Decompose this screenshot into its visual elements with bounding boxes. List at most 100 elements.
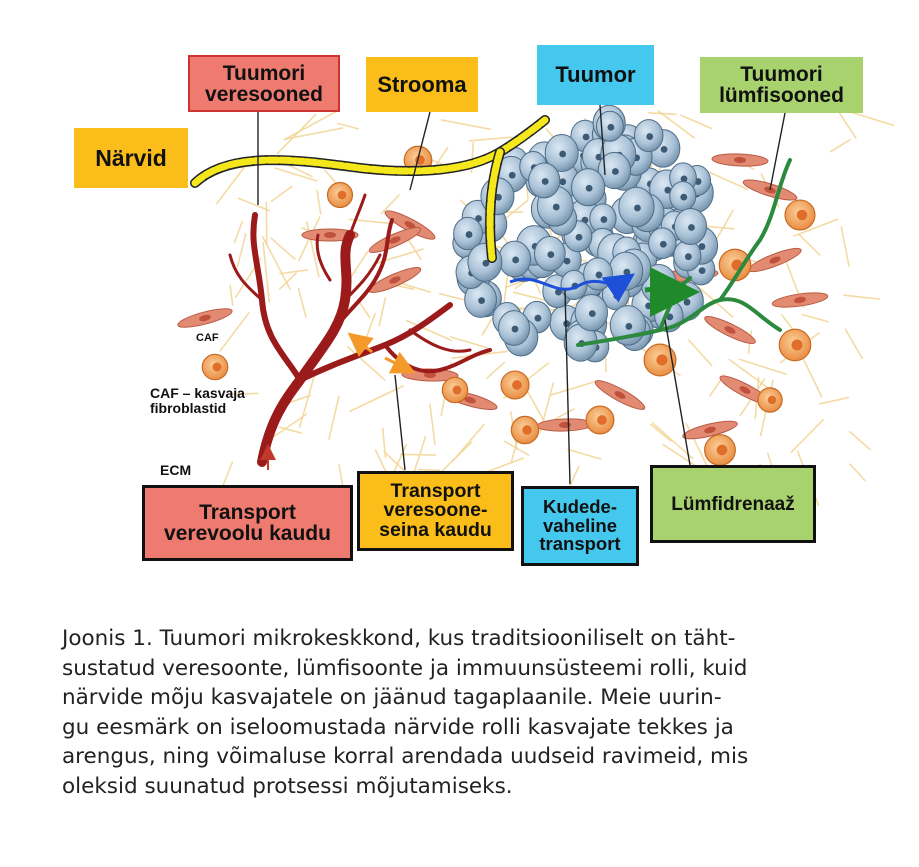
ecm-fiber (406, 319, 452, 342)
tumor-microenvironment-figure: Tuumori veresooned Strooma Tuumor Tuumor… (74, 45, 895, 566)
leader-line (564, 289, 571, 485)
blood-vessel (315, 233, 332, 282)
caf-cell (711, 153, 769, 167)
leader-line (394, 374, 406, 471)
lymphatic-vessel-segment (576, 297, 782, 347)
ecm-fiber (357, 299, 371, 319)
ecm-fiber (219, 312, 250, 352)
ecm-fiber (799, 351, 823, 398)
caf-cell (401, 368, 459, 382)
ecm-fiber (837, 109, 857, 139)
caf-cell (704, 316, 756, 344)
ecm-fiber (450, 336, 488, 349)
ecm-fiber (261, 235, 291, 290)
interstitial-transport-arrow (509, 273, 635, 303)
ecm-fiber (276, 113, 317, 155)
ecm-fiber (229, 284, 234, 307)
ecm-fiber (417, 468, 441, 472)
ecm-fiber (297, 287, 307, 318)
ecm-fiber (316, 189, 322, 215)
ecm-fiber (657, 110, 696, 139)
nerve-segment (191, 116, 549, 187)
transport-arrows (347, 266, 700, 374)
label-strooma: Strooma (366, 57, 478, 112)
caption-line: arengus, ning võimaluse korral arendada … (62, 744, 749, 769)
ecm-fiber (262, 242, 271, 303)
lymphatic-vessel-segment (718, 158, 792, 302)
blood-vessel (408, 328, 472, 353)
leader-line (769, 112, 786, 191)
label-narvid: Närvid (74, 128, 188, 188)
caf-cell (536, 418, 594, 432)
blood-vessel (228, 253, 264, 302)
blood-vessel (343, 253, 382, 302)
ecm-fiber (440, 119, 492, 131)
ecm-fiber (738, 358, 788, 376)
caf-cell (719, 375, 771, 405)
label-leader-lines (257, 104, 786, 485)
ecm-fiber (405, 236, 422, 261)
ecm-fiber (399, 453, 436, 456)
lymph-drainage-arrow (644, 266, 700, 317)
caf-cell (771, 292, 829, 308)
leader-line (664, 319, 691, 466)
ecm-fiber (567, 448, 602, 460)
caption-line: gu eesmärk on iseloomustada närvide roll… (62, 714, 734, 740)
ecm-fiber (468, 136, 513, 142)
label-caf: CAF (196, 332, 219, 344)
ecm-fiber (650, 423, 672, 442)
ecm-fiber (236, 233, 247, 268)
ecm-fiber (279, 269, 309, 275)
ecm-fiber (349, 385, 404, 413)
stroma-cells (201, 145, 816, 466)
ecm-fiber (651, 422, 694, 460)
tumor-microenvironment-illustration (177, 104, 895, 516)
caption-line: sustatud veresoonte, lümfisoonte ja immu… (62, 655, 748, 681)
blood-vessel (348, 193, 367, 237)
ecm-fiber (274, 167, 318, 182)
figure-caption: Joonis 1. Tuumori mikrokeskkond, kus tra… (62, 624, 862, 801)
ecm-fiber (688, 339, 713, 367)
ecm-fiber (451, 423, 485, 463)
ecm-fiber (328, 395, 340, 440)
ecm-fiber (504, 440, 530, 457)
ecm-fiber (849, 463, 866, 482)
ecm-fiber (283, 110, 338, 141)
label-transport-verevoolu-kaudu: Transport verevoolu kaudu (142, 485, 353, 561)
caf-cell (682, 420, 738, 440)
ecm-fiber (270, 237, 296, 260)
ecm-fiber (818, 396, 850, 405)
label-transport-veresooneseina-kaudu: Transport veresoone- seina kaudu (357, 471, 514, 551)
ecm-fiber (378, 297, 387, 327)
nerve-segment (486, 148, 504, 262)
ecm-fiber (429, 403, 436, 446)
ecm-fiber (232, 392, 259, 395)
caption-line: Joonis 1. Tuumori mikrokeskkond, kus tra… (62, 626, 736, 651)
ecm-fiber (840, 226, 850, 267)
label-tuumori-veresooned: Tuumori veresooned (188, 55, 340, 112)
ecm-fiber (284, 127, 344, 141)
blood-vessel (318, 218, 394, 354)
ecm-fiber (829, 139, 851, 153)
label-ecm: ECM (160, 462, 192, 478)
ecm-fiber (337, 122, 359, 130)
ecm-fiber (278, 426, 303, 434)
ecm-fiber (550, 379, 600, 396)
ecm-fiber (237, 197, 271, 212)
ecm-fiber (797, 233, 821, 256)
ecm-fiber (503, 199, 529, 221)
ecm-fiber (270, 185, 293, 203)
blood-vessel-tree (228, 193, 492, 470)
ecm-fiber (488, 457, 525, 472)
ecm-fiber (278, 272, 297, 290)
ecm-fiber (215, 164, 247, 205)
ecm-fiber (844, 328, 863, 360)
label-kudedevaheline-transport: Kudede- vaheline transport (521, 486, 639, 566)
label-tuumori-lumfisooned: Tuumori lümfisooned (700, 57, 863, 113)
ecm-fiber (801, 313, 829, 323)
ecm-fiber (848, 430, 871, 451)
ecm-fiber (680, 114, 712, 130)
nerve-fiber (190, 115, 550, 263)
label-lumfidrenaaz: Lümfidrenaaž (650, 465, 816, 543)
ecm-fiber (790, 418, 824, 454)
